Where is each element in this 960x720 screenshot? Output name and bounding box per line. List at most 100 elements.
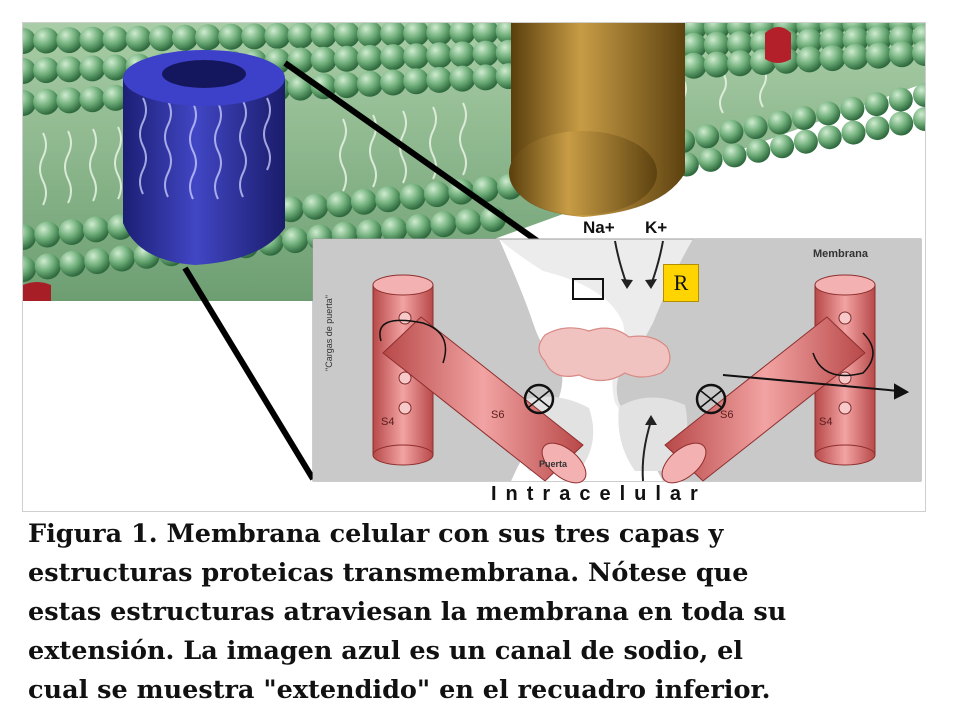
helix-s6-left	[382, 316, 587, 484]
lipid-head	[472, 64, 499, 91]
lipid-head	[381, 216, 408, 243]
lipid-head	[426, 42, 453, 69]
lipid-head	[56, 87, 83, 114]
lipid-head	[865, 42, 892, 69]
segment-label-s6-left: S6	[491, 409, 505, 421]
membrane-illustration	[23, 23, 925, 484]
lipid-head	[34, 221, 61, 248]
sodium-ion-label: Na+	[583, 218, 615, 237]
gold-transmembrane-protein	[509, 23, 685, 217]
lipid-head	[695, 124, 720, 149]
selectivity-filter-box	[572, 278, 604, 300]
red-glycoprotein-bit-2	[23, 282, 51, 301]
lipid-head	[864, 92, 889, 117]
lipid-head	[399, 183, 426, 210]
lipid-head	[56, 56, 83, 83]
red-glycoprotein-bit	[765, 27, 791, 63]
lipid-head	[817, 125, 842, 150]
lipid-head	[680, 32, 707, 59]
potassium-ion-label: K+	[645, 218, 668, 237]
lipid-head	[333, 23, 360, 48]
segment-label-s4-left: S4	[381, 416, 395, 428]
lipid-head	[727, 50, 753, 77]
lipid-head	[241, 23, 268, 50]
membrane-label: Membrana	[813, 248, 869, 260]
sodium-channel	[123, 50, 285, 265]
lipid-head	[430, 211, 457, 238]
lipid-head	[865, 116, 890, 141]
lipid-head	[449, 23, 476, 46]
lipid-head	[84, 248, 111, 275]
lipid-head	[264, 23, 291, 49]
ligand-molecule	[538, 327, 671, 382]
lipid-head	[59, 250, 86, 277]
lipid-head	[333, 72, 360, 99]
lipid-head	[310, 23, 337, 48]
intracellular-label: Intracelular	[491, 483, 707, 505]
gate-charges-label: "Cargas de puerta"	[324, 295, 334, 371]
lipid-head	[56, 27, 83, 54]
lipid-head	[449, 41, 476, 68]
lipid-head	[703, 31, 730, 58]
lipid-head	[282, 227, 309, 254]
lipid-head	[796, 28, 823, 55]
caption-line: estas estructuras atraviesan la membrana…	[28, 597, 787, 627]
lipid-head	[23, 58, 36, 84]
lipid-head	[108, 245, 135, 272]
lipid-head	[770, 134, 795, 159]
lipid-head	[34, 253, 61, 280]
lipid-head	[102, 26, 129, 53]
lipid-head	[33, 88, 60, 115]
lipid-head	[148, 25, 175, 52]
lipid-head	[23, 224, 36, 250]
lipid-head	[23, 256, 36, 282]
lipid-head	[793, 129, 818, 154]
figure-frame: Na+ K+ Membrana Puerta Intracelular "Car…	[22, 22, 926, 512]
lipid-head	[403, 68, 430, 95]
lipid-head	[426, 66, 453, 93]
segment-label-s6-right: S6	[720, 409, 734, 421]
gate-label: Puerta	[539, 459, 568, 469]
lipid-head	[819, 45, 846, 72]
segment-label-s4-right: S4	[819, 416, 833, 428]
lipid-head	[350, 188, 377, 215]
lipid-head	[719, 119, 744, 144]
lipid-head	[841, 120, 866, 145]
lipid-head	[426, 23, 453, 46]
lipid-head	[356, 44, 383, 71]
gate-charge-loop-left	[379, 319, 447, 364]
lipid-head	[727, 31, 753, 57]
lipid-head	[380, 69, 407, 96]
caption-line: Figura 1. Membrana celular con sus tres …	[28, 519, 724, 549]
lipid-head	[171, 24, 198, 51]
lipid-head	[287, 23, 314, 49]
lipid-head	[356, 23, 383, 48]
lipid-head	[33, 57, 60, 84]
lipid-head	[83, 216, 109, 243]
lipid-head	[913, 83, 925, 107]
figure-caption: Figura 1. Membrana celular con sus tres …	[28, 515, 938, 710]
zoom-line-top	[283, 60, 545, 248]
caption-line: extensión. La imagen azul es un canal de…	[28, 636, 743, 666]
lipid-head	[403, 43, 430, 70]
zoom-line-bottom	[182, 266, 316, 481]
lipid-head	[33, 27, 60, 54]
lipid-head	[302, 193, 329, 220]
lipid-head	[792, 106, 816, 130]
lipid-head	[310, 46, 337, 73]
lipid-head	[380, 44, 407, 71]
lipid-head	[23, 90, 36, 116]
lipid-head	[79, 26, 106, 53]
lipid-head	[888, 41, 915, 68]
lipid-head	[455, 208, 482, 235]
lipid-head	[79, 55, 106, 82]
lipid-head	[746, 138, 771, 163]
lipid-head	[102, 54, 129, 81]
lipid-head	[703, 51, 730, 78]
marker-r-box: R	[663, 264, 699, 302]
outward-arrow	[722, 374, 910, 400]
lipid-head	[913, 107, 925, 131]
lipid-head	[79, 86, 106, 113]
lipid-head	[333, 45, 360, 72]
lipid-head	[218, 23, 245, 50]
